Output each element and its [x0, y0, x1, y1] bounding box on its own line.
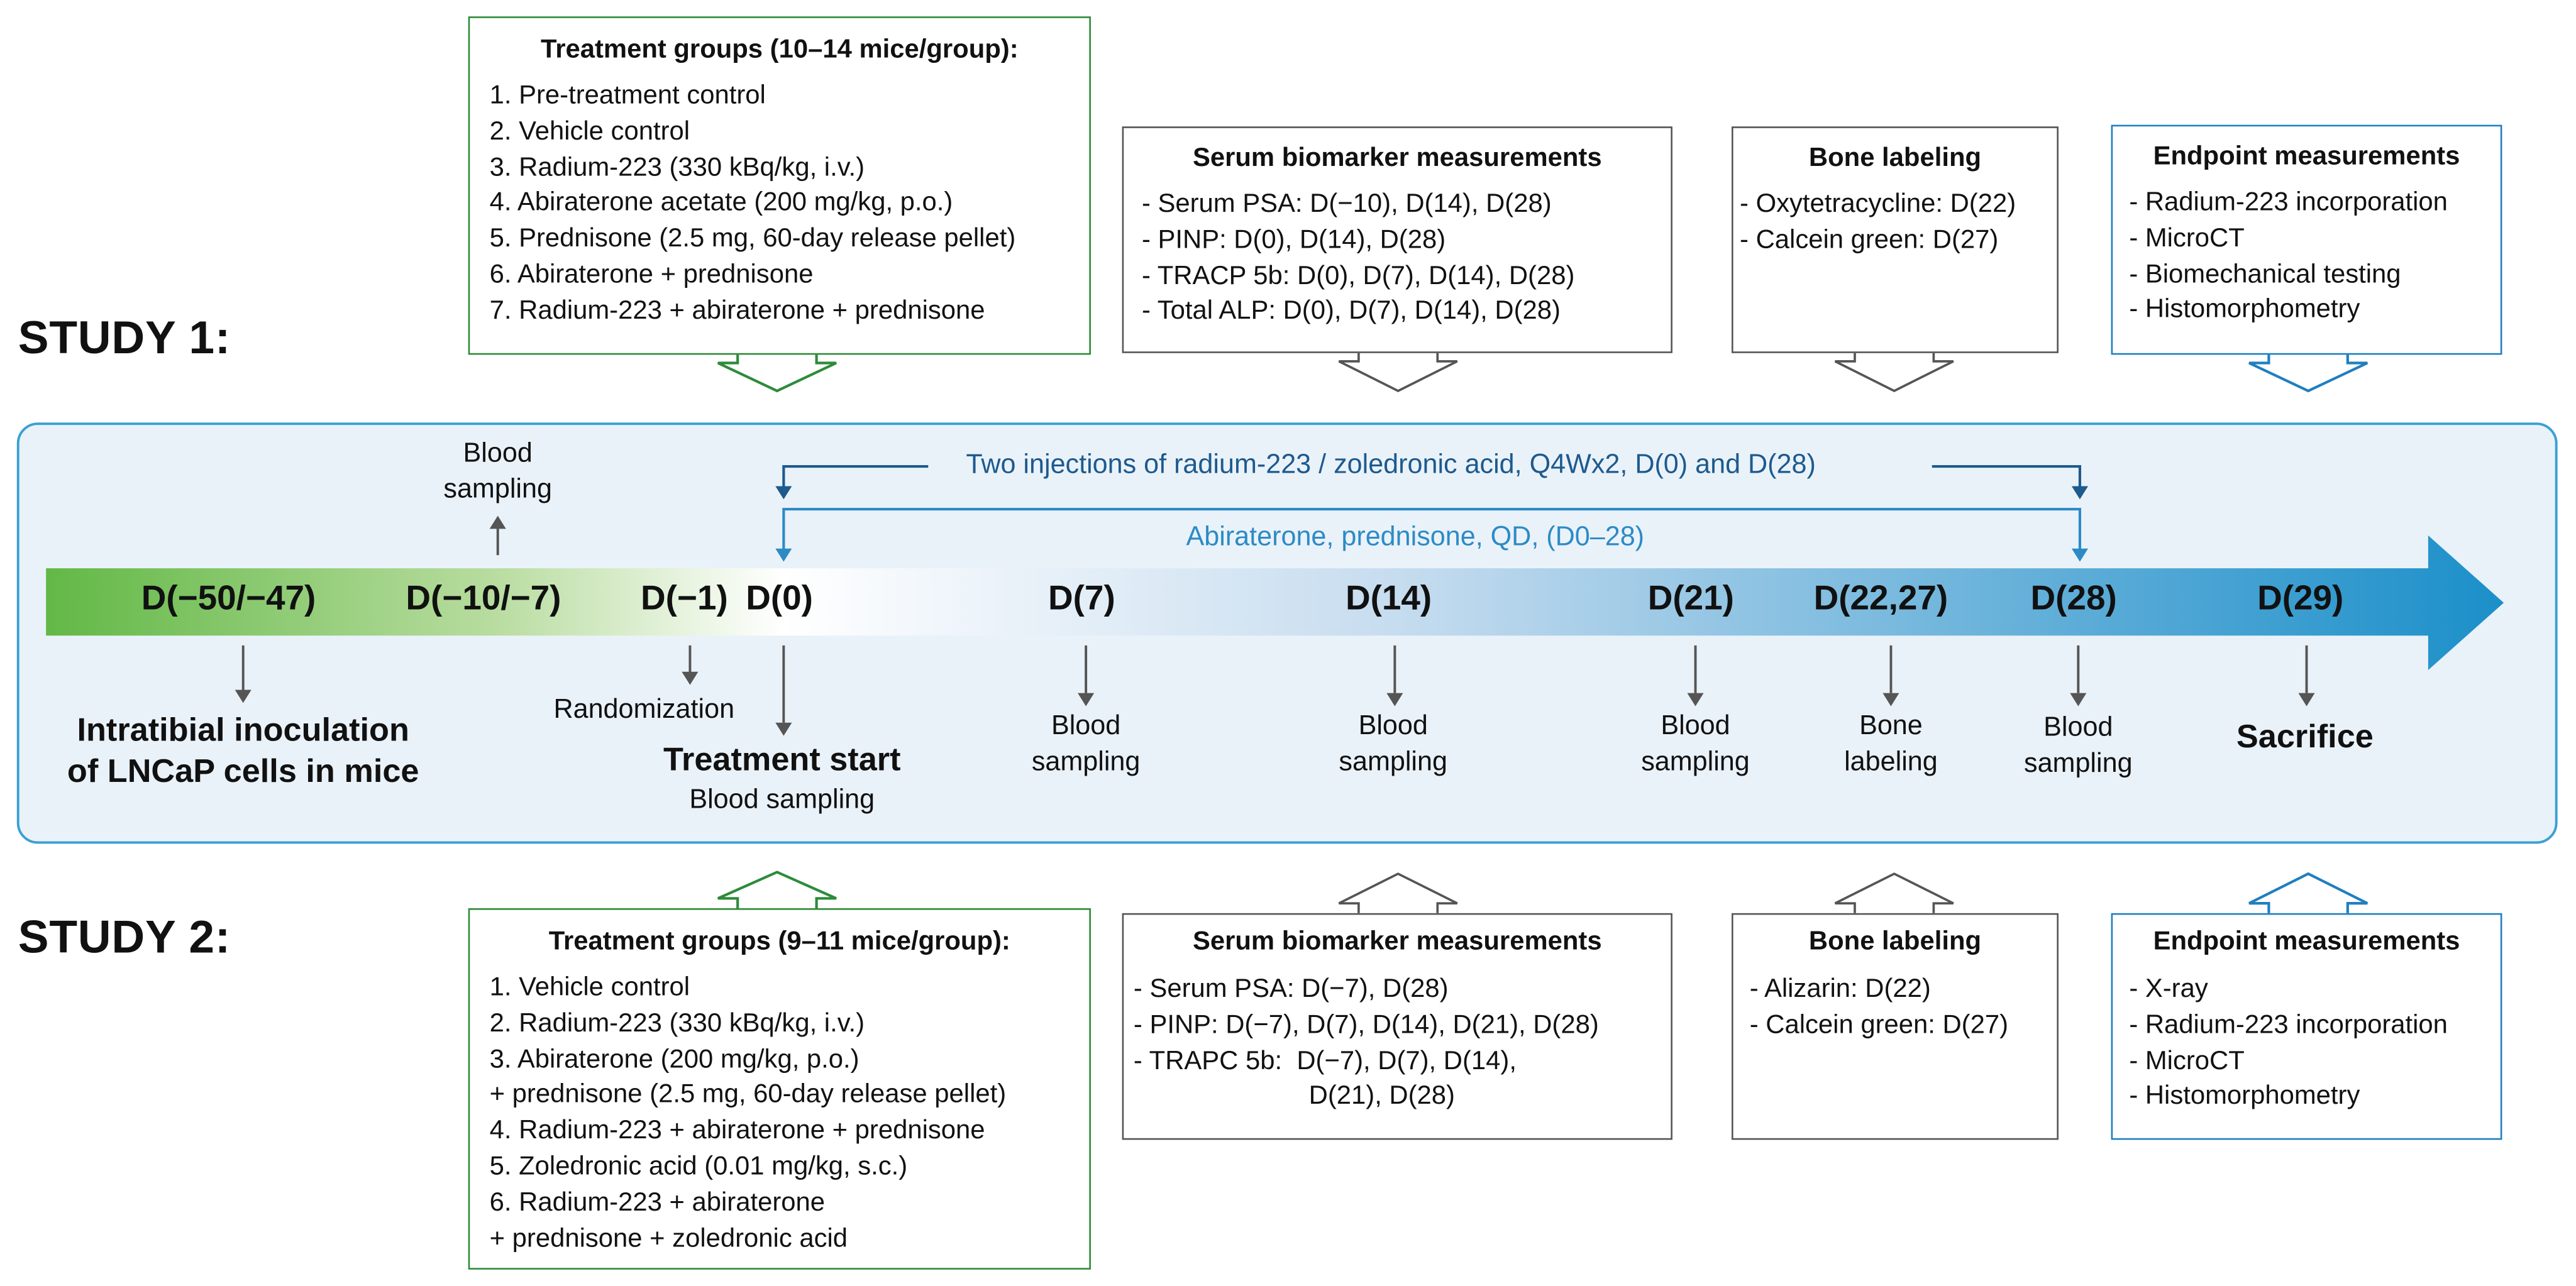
bone-labeling-event: Bone labeling [1844, 711, 1938, 777]
treatment-start-event: Treatment start [663, 742, 901, 779]
study1-treatment-box: Treatment groups (10–14 mice/group): 1. … [468, 16, 1091, 355]
study2-treatment-list: 1. Vehicle control 2. Radium-223 (330 kB… [490, 970, 1007, 1257]
list-item: - MicroCT [2129, 1047, 2245, 1075]
box-title: Serum biomarker measurements [1192, 144, 1602, 173]
blood-sampling-pre: Blood sampling [443, 438, 552, 505]
study2-bone-callout-arrow [1834, 872, 1954, 913]
day-label: D(−1) [641, 580, 728, 618]
day-label: D(22,27) [1813, 580, 1949, 618]
box-title: Endpoint measurements [2153, 143, 2460, 171]
list-item: - Radium-223 incorporation [2129, 189, 2448, 217]
timeline-arrow [46, 535, 2504, 671]
list-item: - X-ray [2129, 975, 2208, 1004]
list-item: 5. Prednisone (2.5 mg, 60-day release pe… [489, 225, 1016, 253]
event-arrows [241, 645, 2308, 723]
day-label: D(7) [1048, 580, 1115, 618]
list-item: - Biomechanical testing [2129, 260, 2401, 289]
treatment-start-sampling: Blood sampling [689, 785, 875, 815]
list-item: 4. Radium-223 + abiraterone + prednisone [489, 1117, 985, 1145]
list-item: 6. Radium-223 + abiraterone [489, 1189, 826, 1217]
study1-bone-box: Bone labeling - Oxytetracycline: D(22) -… [1731, 126, 2059, 353]
list-item: - PINP: D(−7), D(7), D(14), D(21), D(28) [1133, 1011, 1599, 1040]
list-item: - Serum PSA: D(−7), D(28) [1133, 975, 1449, 1004]
day-label: D(21) [1647, 580, 1734, 618]
study2-serum-callout-arrow [1338, 872, 1458, 913]
study1-bone-list: - Oxytetracycline: D(22) - Calcein green… [1740, 187, 2016, 259]
study2-treatment-callout-arrow [717, 871, 837, 908]
box-title: Treatment groups (9–11 mice/group): [548, 928, 1010, 956]
study1-endpoint-callout-arrow [2248, 353, 2369, 393]
list-item: 1. Vehicle control [489, 974, 690, 1002]
list-item: 7. Radium-223 + abiraterone + prednisone [489, 297, 985, 325]
list-item: D(21), D(28) [1133, 1082, 1455, 1111]
list-item: - Total ALP: D(0), D(7), D(14), D(28) [1141, 297, 1561, 326]
inoculation-event: Intratibial inoculation of LNCaP cells i… [67, 713, 419, 790]
list-item: - Calcein green: D(27) [1749, 1011, 2009, 1040]
day-label: D(−10/−7) [406, 580, 561, 618]
daily-dosing-note: Abiraterone, prednisone, QD, (D0–28) [1186, 522, 1645, 552]
randomization-event: Randomization [553, 695, 735, 725]
day-label: D(28) [2030, 580, 2117, 618]
list-item: 5. Zoledronic acid (0.01 mg/kg, s.c.) [489, 1153, 908, 1181]
list-item: - PINP: D(0), D(14), D(28) [1141, 226, 1446, 255]
blood-sampling-d7: Blood sampling [1031, 711, 1141, 777]
study2-bone-list: - Alizarin: D(22) - Calcein green: D(27) [1750, 972, 2008, 1044]
list-item: - Alizarin: D(22) [1749, 975, 1931, 1004]
box-title: Bone labeling [1808, 928, 1982, 956]
day-label: D(−50/−47) [141, 580, 316, 618]
study2-endpoint-callout-arrow [2248, 872, 2369, 913]
study2-endpoint-box: Endpoint measurements - X-ray - Radium-2… [2111, 913, 2502, 1140]
study1-endpoint-list: - Radium-223 incorporation - MicroCT - B… [2129, 185, 2448, 329]
study1-serum-list: - Serum PSA: D(−10), D(14), D(28) - PINP… [1142, 187, 1574, 331]
study2-endpoint-list: - X-ray - Radium-223 incorporation - Mic… [2129, 972, 2448, 1116]
blood-sampling-d28: Blood sampling [2024, 713, 2133, 779]
study2-treatment-box: Treatment groups (9–11 mice/group): 1. V… [468, 908, 1091, 1270]
list-item: + prednisone (2.5 mg, 60-day release pel… [489, 1081, 1007, 1109]
study1-endpoint-box: Endpoint measurements - Radium-223 incor… [2111, 124, 2502, 355]
sacrifice-event: Sacrifice [2236, 719, 2374, 756]
study1-serum-callout-arrow [1338, 351, 1458, 392]
blood-sampling-d21: Blood sampling [1641, 711, 1750, 777]
study1-serum-box: Serum biomarker measurements - Serum PSA… [1122, 126, 1672, 353]
day-label: D(14) [1345, 580, 1432, 618]
list-item: - Histomorphometry [2129, 296, 2360, 324]
box-title: Bone labeling [1808, 144, 1982, 173]
daily-dosing-bracket [782, 507, 2082, 551]
study2-label: STUDY 2: [18, 911, 231, 963]
list-item: - Histomorphometry [2129, 1082, 2360, 1111]
study1-bone-callout-arrow [1834, 351, 1954, 392]
list-item: 4. Abiraterone acetate (200 mg/kg, p.o.) [489, 189, 953, 217]
injection-note: Two injections of radium-223 / zoledroni… [966, 449, 1816, 480]
box-title: Endpoint measurements [2153, 928, 2460, 956]
list-item: 1. Pre-treatment control [489, 82, 766, 111]
study2-serum-box: Serum biomarker measurements - Serum PSA… [1122, 913, 1672, 1140]
list-item: - Calcein green: D(27) [1740, 226, 1999, 255]
list-item: - TRACP 5b: D(0), D(7), D(14), D(28) [1141, 262, 1575, 290]
study2-serum-list: - Serum PSA: D(−7), D(28) - PINP: D(−7),… [1134, 972, 1599, 1116]
blood-sampling-d14: Blood sampling [1339, 711, 1448, 777]
study2-bone-box: Bone labeling - Alizarin: D(22) - Calcei… [1731, 913, 2059, 1140]
injection-bracket [782, 465, 2082, 488]
study1-treatment-callout-arrow [717, 353, 837, 393]
list-item: - TRAPC 5b: D(−7), D(7), D(14), [1133, 1047, 1517, 1075]
list-item: 2. Radium-223 (330 kBq/kg, i.v.) [489, 1009, 865, 1038]
day-label: D(29) [2257, 580, 2344, 618]
list-item: 2. Vehicle control [489, 118, 690, 146]
list-item: - Oxytetracycline: D(22) [1740, 190, 2016, 219]
list-item: - Radium-223 incorporation [2129, 1011, 2448, 1040]
study1-label: STUDY 1: [18, 312, 231, 363]
study1-treatment-list: 1. Pre-treatment control 2. Vehicle cont… [490, 79, 1016, 329]
list-item: - MicroCT [2129, 224, 2245, 253]
list-item: + prednisone + zoledronic acid [489, 1224, 848, 1253]
list-item: 3. Abiraterone (200 mg/kg, p.o.) [489, 1045, 860, 1074]
list-item: - Serum PSA: D(−10), D(14), D(28) [1141, 190, 1552, 219]
list-item: 6. Abiraterone + prednisone [489, 261, 814, 289]
box-title: Serum biomarker measurements [1192, 928, 1602, 956]
list-item: 3. Radium-223 (330 kBq/kg, i.v.) [489, 153, 865, 182]
day-label: D(0) [746, 580, 813, 618]
box-title: Treatment groups (10–14 mice/group): [540, 36, 1019, 64]
